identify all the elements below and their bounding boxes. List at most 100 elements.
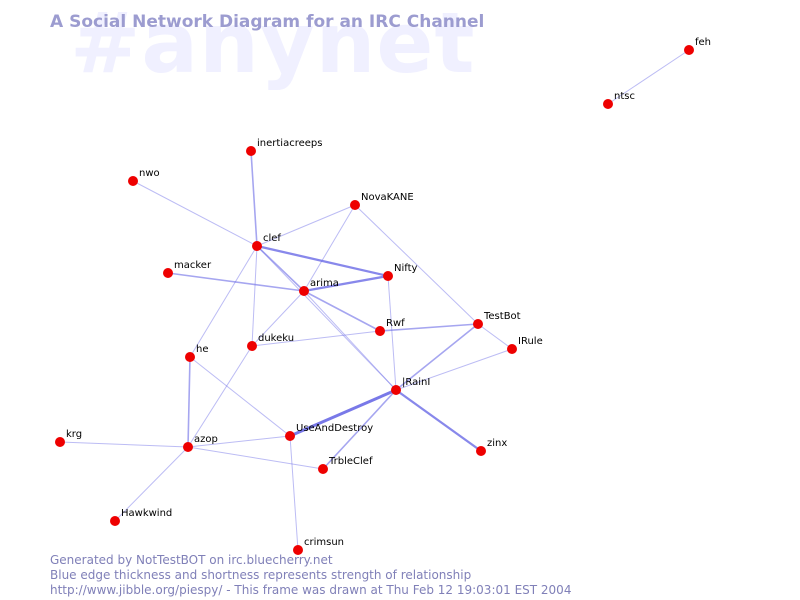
- node-label: UseAndDestroy: [296, 423, 373, 434]
- edge-dukeku-azop: [187, 345, 253, 448]
- edge-inertiacreeps-clef: [250, 150, 258, 247]
- footer: Generated by NotTestBOT on irc.bluecherr…: [50, 553, 571, 598]
- edge-UseAndDestroy-azop: [187, 435, 291, 448]
- node-label: he: [196, 344, 209, 355]
- node-NovaKANE: NovaKANE: [350, 192, 414, 210]
- node-Hawkwind: Hawkwind: [110, 508, 172, 526]
- edge-Nifty-IRainI: [387, 275, 397, 391]
- node-dot: [246, 146, 256, 156]
- node-macker: macker: [163, 260, 212, 278]
- edge-arima-Rwf: [303, 290, 381, 332]
- node-label: |RainI: [402, 377, 430, 388]
- edge-IRule-IRainI: [395, 348, 513, 391]
- diagram-title: A Social Network Diagram for an IRC Chan…: [50, 12, 485, 32]
- node-label: arima: [310, 278, 339, 289]
- node-dot: [391, 385, 401, 395]
- node-label: IRule: [518, 336, 543, 347]
- edge-clef-dukeku: [251, 245, 258, 347]
- node-krg: krg: [55, 429, 82, 447]
- edge-arima-dukeku: [251, 290, 305, 347]
- node-feh: feh: [684, 37, 711, 55]
- node-ntsc: ntsc: [603, 91, 635, 109]
- node-dot: [299, 286, 309, 296]
- edge-IRainI-zinx: [394, 388, 483, 453]
- node-TestBot: TestBot: [473, 311, 521, 329]
- node-dot: [110, 516, 120, 526]
- edge-clef-Nifty: [255, 244, 390, 278]
- node-label: TestBot: [483, 311, 521, 322]
- node-label: Hawkwind: [121, 508, 172, 519]
- node-dot: [55, 437, 65, 447]
- node-dot: [183, 442, 193, 452]
- node-label: Nifty: [394, 263, 418, 274]
- node-Rwf: Rwf: [375, 318, 405, 336]
- node-dukeku: dukeku: [247, 333, 294, 351]
- edge-IRainI-TribleClef: [322, 389, 397, 470]
- edge-Rwf-TestBot: [379, 323, 479, 332]
- node-dot: [185, 352, 195, 362]
- edge-TestBot-IRainI: [395, 323, 479, 391]
- node-label: feh: [695, 37, 711, 48]
- node-dot: [603, 99, 613, 109]
- node-Nifty: Nifty: [383, 263, 418, 281]
- edge-arima-Nifty: [302, 274, 390, 293]
- edge-macker-arima: [167, 272, 305, 292]
- node-label: ntsc: [614, 91, 635, 102]
- node-dot: [252, 241, 262, 251]
- footer-legend-note: Blue edge thickness and shortness repres…: [50, 568, 472, 582]
- node-dot: [375, 326, 385, 336]
- node-dot: [350, 200, 360, 210]
- node-dot: [318, 464, 328, 474]
- edge-clef-arima: [256, 245, 305, 292]
- edge-NovaKANE-TestBot: [354, 204, 479, 325]
- channel-watermark: #anynet: [70, 0, 476, 92]
- node-label: dukeku: [258, 333, 294, 344]
- node-label: zinx: [487, 438, 507, 449]
- node-dot: [473, 319, 483, 329]
- edge-UseAndDestroy-crimsun: [289, 435, 299, 551]
- node-label: clef: [263, 233, 281, 244]
- node-dot: [507, 344, 517, 354]
- node-IRainI: |RainI: [391, 377, 430, 395]
- node-label: NovaKANE: [361, 192, 414, 203]
- edge-clef-he: [189, 245, 258, 358]
- node-IRule: IRule: [507, 336, 543, 354]
- node-label: macker: [174, 260, 212, 271]
- node-label: azop: [194, 434, 218, 445]
- edge-NovaKANE-arima: [303, 204, 356, 292]
- node-azop: azop: [183, 434, 218, 452]
- node-arima: arima: [299, 278, 339, 296]
- node-dot: [247, 341, 257, 351]
- edge-clef-NovaKANE: [256, 204, 356, 247]
- node-dot: [128, 176, 138, 186]
- edge-he-UseAndDestroy: [189, 356, 291, 437]
- footer-generated-by: Generated by NotTestBOT on irc.bluecherr…: [50, 553, 333, 567]
- edge-arima-IRainI: [303, 290, 397, 391]
- node-dot: [293, 545, 303, 555]
- edge-clef-IRainI: [256, 245, 397, 391]
- node-dot: [285, 431, 295, 441]
- edge-nwo-clef: [132, 180, 258, 247]
- edge-azop-TribleClef: [187, 446, 324, 470]
- node-label: inertiacreeps: [257, 138, 322, 149]
- node-dot: [684, 45, 694, 55]
- edge-IRainI-UseAndDestroy: [288, 388, 398, 438]
- node-inertiacreeps: inertiacreeps: [246, 138, 322, 156]
- edge-azop-Hawkwind: [114, 446, 189, 522]
- edges-layer: [59, 49, 690, 551]
- node-dot: [476, 446, 486, 456]
- node-clef: clef: [252, 233, 281, 251]
- node-he: he: [185, 344, 209, 362]
- edge-krg-azop: [59, 441, 189, 448]
- node-dot: [163, 268, 173, 278]
- node-label: krg: [66, 429, 82, 440]
- edge-he-azop: [187, 356, 191, 448]
- node-dot: [383, 271, 393, 281]
- node-label: crimsun: [304, 537, 344, 548]
- node-label: Rwf: [386, 318, 405, 329]
- node-label: nwo: [139, 168, 160, 179]
- node-zinx: zinx: [476, 438, 507, 456]
